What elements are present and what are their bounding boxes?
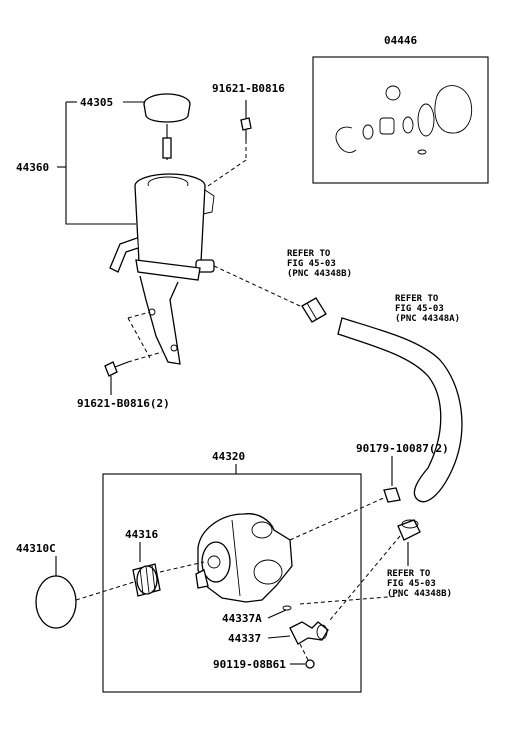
label-44310c[interactable]: 44310C <box>16 542 56 555</box>
hose-end-3-rim <box>401 519 419 529</box>
refer-1-line2[interactable]: FIG 45-03 <box>287 259 336 269</box>
dash-oring-pulley <box>75 581 135 601</box>
kit-snap-ring <box>335 126 357 153</box>
tank-strap <box>135 259 201 281</box>
seal-kit-box <box>312 56 489 184</box>
oring-group: 44310C <box>16 542 135 629</box>
pulley-rib-2 <box>145 565 150 594</box>
refer-3-line3: (PNC 44348B) <box>387 589 452 599</box>
dash-pump-hose <box>299 595 401 605</box>
dash-bolt-small <box>299 643 309 661</box>
pulley-rib-1 <box>139 567 144 595</box>
outlet-fitting-end <box>316 624 328 640</box>
bolt-bottom-group: 91621-B0816(2) <box>77 311 170 410</box>
cap-stem <box>162 137 172 159</box>
dash-bolt-bottom-b <box>127 311 151 319</box>
dash-bolt-bottom-c <box>127 317 151 359</box>
refer-2-group: REFER TO FIG 45-03 (PNC 44348A) <box>337 294 463 503</box>
label-44337a[interactable]: 44337A <box>222 612 262 625</box>
refer-1-line3: (PNC 44348B) <box>287 269 352 279</box>
leader-44337a <box>267 609 287 619</box>
tank-mount-bracket <box>139 275 181 365</box>
kit-large-seal <box>434 85 473 134</box>
pump-shaft-end <box>195 569 209 589</box>
tank-bracket-side <box>202 189 215 215</box>
hose-end-1-rib <box>306 302 318 321</box>
hose-end-3 <box>397 519 421 541</box>
dash-bolt-top-b <box>207 159 247 187</box>
label-bolt-small[interactable]: 90119-08B61 <box>213 658 286 671</box>
clamp-group: 90179-10087(2) <box>356 442 449 503</box>
label-44320[interactable]: 44320 <box>212 450 245 463</box>
return-hose <box>337 317 463 503</box>
pump-flange <box>201 541 231 583</box>
label-44360[interactable]: 44360 <box>16 161 49 174</box>
pump-group: 44320 44316 44337A 44337 90119-08 <box>102 450 401 693</box>
pump-inlet-port <box>251 521 273 539</box>
kit-ring-b <box>402 116 414 134</box>
label-44337[interactable]: 44337 <box>228 632 261 645</box>
label-04446[interactable]: 04446 <box>384 34 417 47</box>
gasket-part <box>282 605 292 611</box>
label-44316[interactable]: 44316 <box>125 528 158 541</box>
dash-bolt-bottom-a <box>127 351 163 363</box>
leader-bracket <box>65 102 136 225</box>
pump-seam <box>231 519 241 597</box>
refer-3-line2[interactable]: FIG 45-03 <box>387 579 436 589</box>
bolt-top-group: 91621-B0816 <box>207 82 285 187</box>
label-bolt-bottom[interactable]: 91621-B0816(2) <box>77 397 170 410</box>
label-bolt-top[interactable]: 91621-B0816 <box>212 82 285 95</box>
refer-1-group: REFER TO FIG 45-03 (PNC 44348B) <box>213 249 352 323</box>
kit-bushing <box>379 117 395 135</box>
seal-kit-group: 04446 <box>312 34 489 184</box>
kit-ring-a <box>417 103 435 137</box>
reservoir-cap-side <box>143 103 191 123</box>
bolt-bottom-shank <box>114 361 129 368</box>
refer-3-line1[interactable]: REFER TO <box>387 569 431 579</box>
refer-2-line1[interactable]: REFER TO <box>395 294 439 304</box>
label-44305[interactable]: 44305 <box>80 96 113 109</box>
bolt-top-head <box>240 117 252 131</box>
leader-44337 <box>267 635 291 639</box>
tank-inlet-pipe <box>109 237 139 273</box>
dash-pump-clamp <box>289 495 389 541</box>
kit-ring-c <box>362 124 374 140</box>
pulley-rib-3 <box>151 564 156 592</box>
kit-small-ring <box>385 85 401 101</box>
bolt-small-head <box>305 659 315 669</box>
refer-2-line2[interactable]: FIG 45-03 <box>395 304 444 314</box>
tank-body <box>134 185 206 274</box>
kit-small-oring <box>417 149 427 155</box>
dash-refer-3 <box>329 535 401 621</box>
refer-3-group: REFER TO FIG 45-03 (PNC 44348B) <box>329 519 452 621</box>
refer-1-line1[interactable]: REFER TO <box>287 249 331 259</box>
reservoir-group: 44305 44360 <box>16 93 215 365</box>
bolt-bottom-head <box>104 361 118 377</box>
pump-shaft <box>207 555 221 569</box>
label-clamp[interactable]: 90179-10087(2) <box>356 442 449 455</box>
dash-refer-1 <box>213 265 301 307</box>
hose-end-1 <box>301 297 327 323</box>
clamp-part <box>383 487 401 503</box>
dash-pulley-pump <box>159 561 205 573</box>
pump-boss <box>253 559 283 585</box>
oring <box>35 575 77 629</box>
bracket-hole-lower <box>170 344 178 352</box>
pump-box <box>102 473 362 693</box>
refer-2-line3: (PNC 44348A) <box>395 314 460 324</box>
